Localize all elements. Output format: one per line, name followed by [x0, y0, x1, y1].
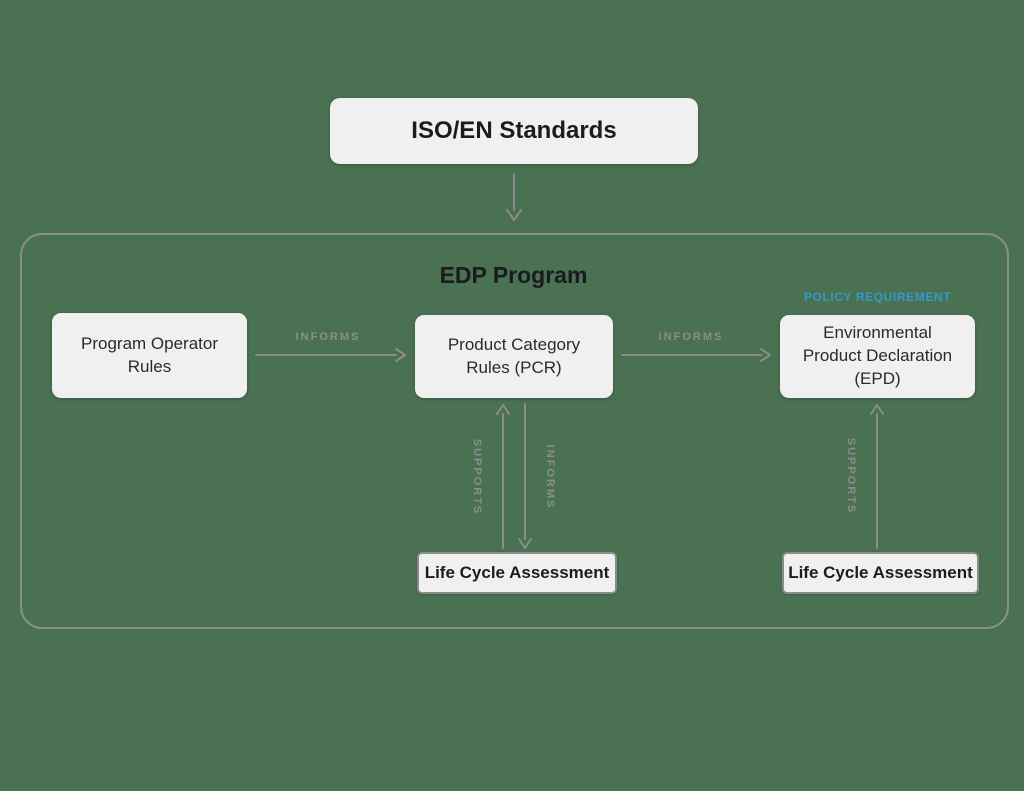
- iso-en-standards-box: ISO/EN Standards: [330, 98, 698, 164]
- informs-label-pcr-epd: INFORMS: [658, 331, 724, 343]
- life-cycle-assessment-box-middle: Life Cycle Assessment: [417, 552, 617, 594]
- informs-label-por-pcr: INFORMS: [295, 331, 361, 343]
- arrow-iso-to-program: [506, 173, 522, 221]
- life-cycle-assessment-box-right: Life Cycle Assessment: [782, 552, 979, 594]
- policy-requirement-tag: POLICY REQUIREMENT: [803, 290, 952, 304]
- product-category-rules-box: Product Category Rules (PCR): [415, 315, 613, 398]
- informs-label-pcr-lca: INFORMS: [544, 444, 556, 510]
- supports-label-lca-epd: SUPPORTS: [845, 437, 857, 515]
- edp-program-container: [20, 233, 1009, 629]
- environmental-product-declaration-box: Environmental Product Declaration (EPD): [780, 315, 975, 398]
- program-operator-rules-box: Program Operator Rules: [52, 313, 247, 398]
- supports-label-lca-pcr: SUPPORTS: [471, 438, 483, 516]
- edp-program-title: EDP Program: [439, 262, 588, 288]
